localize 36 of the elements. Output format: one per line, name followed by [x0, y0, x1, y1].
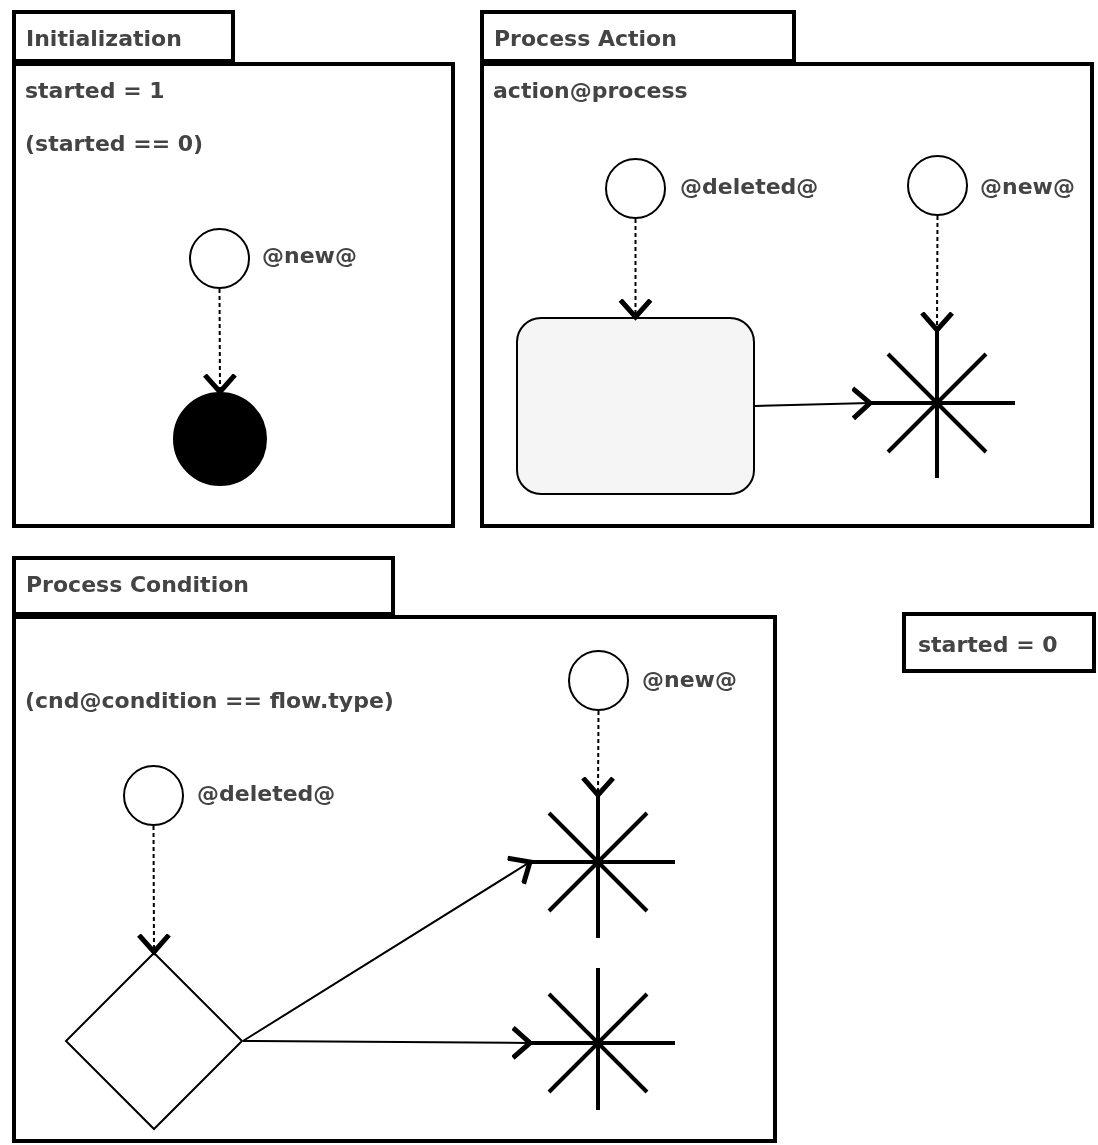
event-label: @new@	[262, 243, 357, 270]
action-box	[516, 317, 755, 495]
dashed-arrow	[919, 215, 955, 333]
package-tab: Initialization	[12, 10, 235, 63]
guard-text: (cnd@condition == flow.type)	[25, 688, 394, 715]
dashed-arrow	[618, 218, 653, 320]
asterisk-symbol	[530, 795, 675, 938]
arrow	[242, 1025, 533, 1061]
dashed-arrow	[136, 825, 172, 955]
initial-dot	[173, 392, 267, 486]
event-label: @deleted@	[197, 781, 336, 808]
event-label: @new@	[980, 174, 1075, 201]
guard-text: (started == 0)	[25, 131, 204, 158]
state-circle	[568, 650, 629, 711]
asterisk-symbol	[530, 968, 675, 1110]
guard-text: started = 1	[25, 78, 165, 105]
dashed-arrow	[580, 710, 616, 798]
state-circle	[907, 155, 968, 216]
arrow	[242, 855, 533, 1042]
package-tab: Process Condition	[12, 556, 395, 616]
package-frame	[12, 615, 777, 1143]
guard-text: action@process	[493, 78, 688, 105]
state-circle	[123, 765, 184, 826]
state-circle	[189, 228, 250, 289]
event-label: @deleted@	[680, 174, 819, 201]
arrow	[754, 385, 873, 421]
package-tab: Process Action	[480, 10, 796, 63]
asterisk-symbol	[870, 330, 1015, 478]
event-label: @new@	[642, 667, 737, 694]
state-circle	[605, 158, 666, 219]
dashed-arrow	[202, 288, 238, 395]
package-frame	[480, 62, 1094, 528]
package-frame	[12, 62, 455, 528]
note-box	[902, 612, 1096, 673]
decision-diamond	[65, 952, 243, 1130]
note-text: started = 0	[918, 632, 1058, 659]
